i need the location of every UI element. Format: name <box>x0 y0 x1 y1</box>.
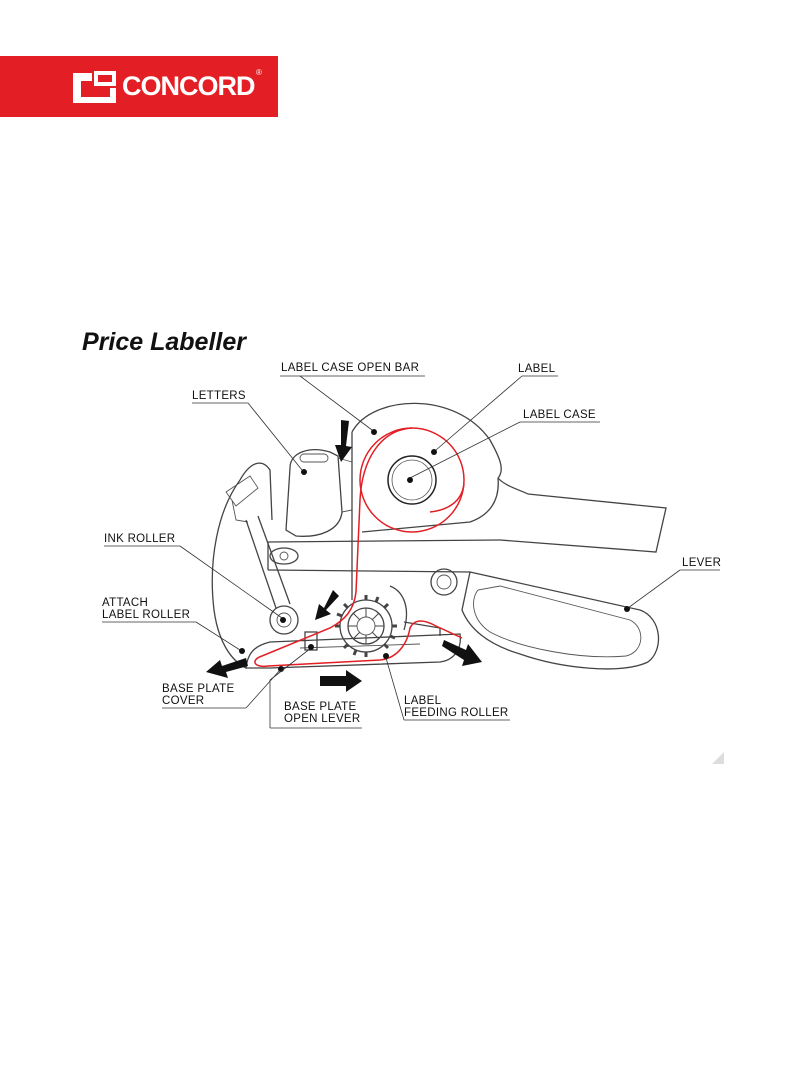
label-base-plate-open-lever-2: OPEN LEVER <box>284 713 361 725</box>
label-base-plate-cover-1: BASE PLATE <box>162 683 234 695</box>
leader-lines <box>102 375 720 729</box>
page-corner-icon <box>712 752 724 764</box>
label-base-plate-open-lever-1: BASE PLATE <box>284 701 356 713</box>
brand-bar: CONCORD ® <box>0 56 278 117</box>
labeller-body <box>211 402 667 670</box>
label-letters: LETTERS <box>192 390 246 402</box>
motion-arrows <box>206 420 482 692</box>
label-ink-roller: INK ROLLER <box>104 533 175 545</box>
arrow-right-down-icon <box>442 640 482 666</box>
page-title: Price Labeller <box>82 328 246 356</box>
label-lever: LEVER <box>682 557 721 569</box>
brand-name: CONCORD <box>122 71 255 101</box>
arrow-right-icon <box>320 670 362 692</box>
label-label-feeding-roller-1: LABEL <box>404 695 442 707</box>
label-feeding-roller-gear <box>335 595 397 657</box>
label-label-feeding-roller-2: FEEDING ROLLER <box>404 707 509 719</box>
label-path <box>254 427 463 668</box>
arrow-left-icon <box>206 658 248 678</box>
arrow-down-icon <box>335 420 352 462</box>
registered-mark: ® <box>256 68 262 77</box>
label-base-plate-cover-2: COVER <box>162 695 204 707</box>
arrow-down-left-icon <box>315 590 339 620</box>
label-label-case-open-bar: LABEL CASE OPEN BAR <box>281 362 419 374</box>
label-label: LABEL <box>518 363 556 375</box>
label-attach: ATTACH <box>102 597 148 609</box>
label-label-case: LABEL CASE <box>523 409 596 421</box>
label-label-roller: LABEL ROLLER <box>102 609 190 621</box>
concord-logo-icon <box>73 71 116 103</box>
